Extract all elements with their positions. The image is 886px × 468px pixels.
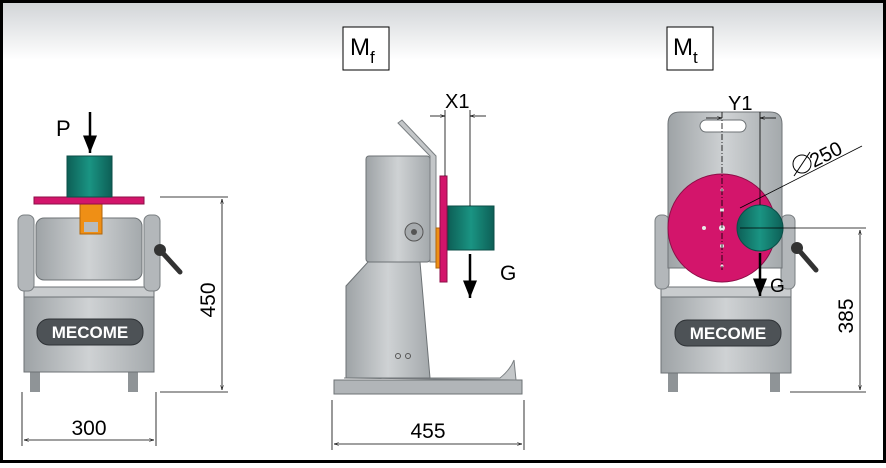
bracket-shaft [84,222,98,232]
dim-300: 300 [71,417,106,440]
left-leg [128,370,138,392]
mf-box [342,26,390,71]
left-view: MECOME P 450 300 [17,112,228,446]
diameter-leader [739,145,863,209]
logo-text: MECOME [690,324,767,343]
mf-label: Mf [350,34,375,67]
right-view: Mt MECOME Y1 [654,26,866,393]
middle-view: Mf G X1 455 [331,26,525,450]
lift-slot [699,119,747,133]
column [345,261,431,379]
dim-385: 385 [835,298,858,333]
right-leg [770,372,780,392]
dim-450: 450 [197,282,220,317]
handle-lever [157,247,183,275]
column-bolt [405,353,411,359]
logo-plate [674,319,782,347]
base-top-lip [23,286,155,298]
dim-x1: X1 [445,91,469,113]
rotary-table [33,196,145,205]
label-p: P [56,116,71,141]
workpiece [447,205,495,251]
label-g-front: G [770,276,785,297]
table-hole [720,208,724,212]
mt-label: Mt [673,34,698,67]
pivot-center [411,229,417,235]
upright [654,214,670,290]
right-leg [668,372,678,392]
left-leg [30,370,40,392]
diameter-slash [793,151,811,177]
mt-box [666,26,714,71]
rotary-table-edge [439,175,448,283]
top-band [0,0,886,60]
workpiece [66,155,113,198]
dim-y1: Y1 [728,93,752,115]
column-bolt [395,353,401,359]
upright [17,214,35,292]
label-g-side: G [500,262,516,285]
handle-lever [794,245,819,273]
table-hole [702,226,706,230]
diameter-symbol [792,154,812,174]
logo-text: MECOME [52,323,129,342]
tilt-housing [365,155,431,263]
dim-455: 455 [410,420,445,443]
base-top-lip [660,286,792,298]
logo-plate [36,318,144,346]
base-foot [333,379,523,395]
